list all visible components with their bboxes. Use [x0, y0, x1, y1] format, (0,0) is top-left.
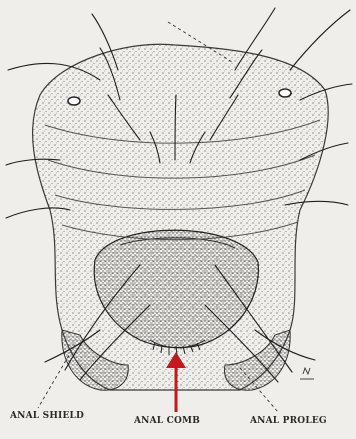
- label-anal-proleg: ANAL PROLEG: [250, 416, 327, 426]
- spiracle-left: [68, 97, 80, 105]
- label-anal-shield: ANAL SHIELD: [10, 411, 84, 421]
- artist-monogram: [300, 368, 314, 379]
- spiracle-right: [279, 89, 291, 97]
- label-anal-comb: ANAL COMB: [134, 416, 200, 426]
